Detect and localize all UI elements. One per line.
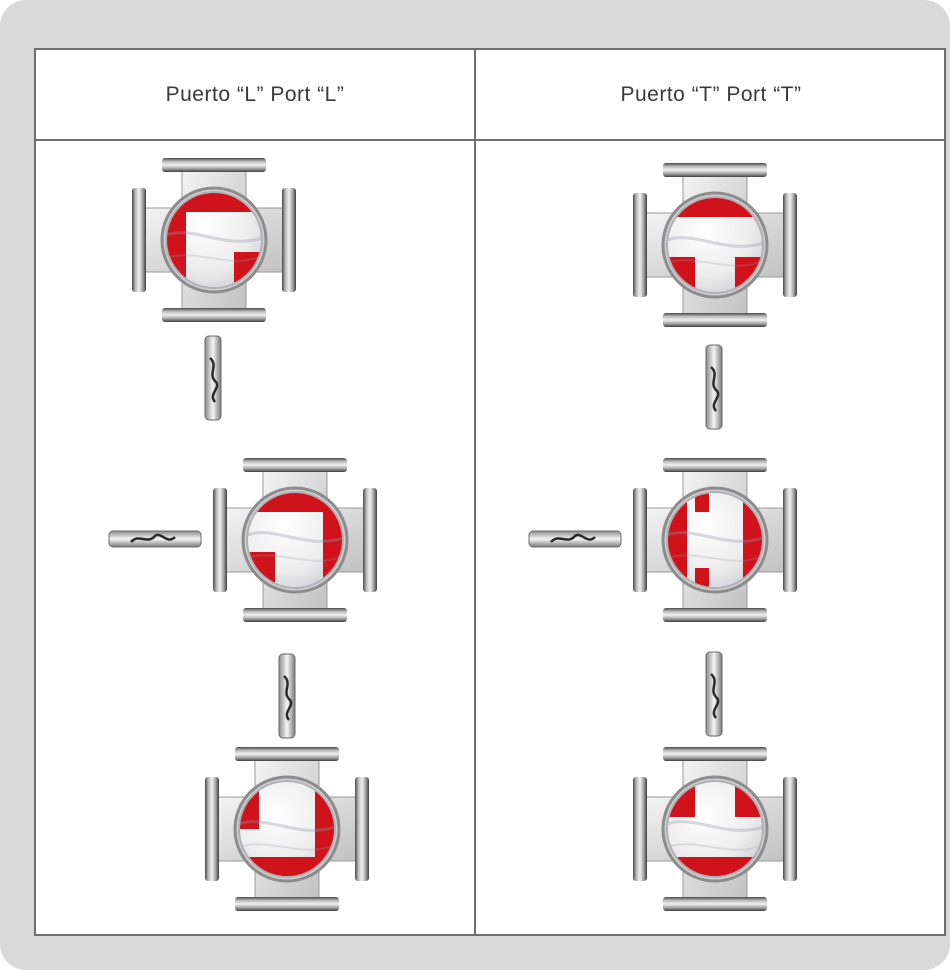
flange-top: [663, 458, 767, 472]
ball-shading: [667, 531, 763, 543]
flange-left: [205, 777, 219, 881]
flange-left: [633, 193, 647, 297]
handle-logo: [283, 675, 293, 721]
valve-T-1: [633, 163, 797, 327]
valve-L-3: [205, 747, 369, 911]
handle-logo: [710, 366, 720, 412]
flange-right: [355, 777, 369, 881]
flange-bottom: [243, 608, 347, 622]
flange-bottom: [663, 608, 767, 622]
ball-rim: [666, 491, 764, 589]
port-red-region: [695, 492, 709, 512]
valve-handle-icon: [278, 653, 296, 739]
ball-rim: [246, 491, 344, 589]
handle-logo: [130, 533, 176, 543]
flange-right: [783, 777, 797, 881]
handle-logo: [550, 533, 596, 543]
handle-logo: [710, 673, 720, 719]
ball-rim: [165, 191, 263, 289]
flange-bottom: [663, 897, 767, 911]
ball-shading: [166, 254, 262, 262]
valve-handle-icon: [204, 335, 222, 421]
flange-top: [243, 458, 347, 472]
ball-shading: [667, 820, 763, 832]
ball-shading: [239, 820, 335, 832]
ball-shading: [667, 236, 763, 248]
ball-shading: [166, 231, 262, 243]
handle-bar: [528, 530, 622, 548]
valve-handle-icon: [705, 344, 723, 430]
ball-shading: [247, 554, 343, 562]
valve-L-2: [213, 458, 377, 622]
valve-L-1: [132, 158, 296, 322]
valve-T-3: [633, 747, 797, 911]
flange-top: [663, 747, 767, 761]
column-divider: [474, 50, 476, 934]
valve-handle-icon: [705, 651, 723, 737]
handle-bar: [108, 530, 202, 548]
ball-rim: [666, 780, 764, 878]
valve-handle-icon: [528, 530, 622, 548]
header-port-t: Puerto “T” Port “T”: [620, 82, 802, 106]
valve-T-2: [633, 458, 797, 622]
ball-shading: [667, 259, 763, 267]
valve-handle-icon: [108, 530, 202, 548]
ball-rim: [666, 196, 764, 294]
ball-white: [667, 492, 763, 588]
flange-right: [783, 488, 797, 592]
ball: [667, 781, 763, 877]
flange-bottom: [162, 308, 266, 322]
flange-bottom: [663, 313, 767, 327]
header-port-l: Puerto “L” Port “L”: [165, 82, 345, 106]
handle-logo: [209, 357, 219, 403]
ball-white: [239, 781, 335, 877]
flange-left: [633, 488, 647, 592]
ball-shading: [667, 843, 763, 851]
flange-bottom: [235, 897, 339, 911]
flange-right: [783, 193, 797, 297]
table-header-row: Puerto “L” Port “L” Puerto “T” Port “T”: [36, 50, 944, 141]
flange-top: [162, 158, 266, 172]
ball-rim: [238, 780, 336, 878]
port-red-region: [695, 568, 709, 588]
flange-top: [663, 163, 767, 177]
flange-right: [363, 488, 377, 592]
ball-shading: [667, 554, 763, 562]
flange-left: [213, 488, 227, 592]
ball-shading: [239, 843, 335, 851]
flange-right: [282, 188, 296, 292]
flange-left: [132, 188, 146, 292]
flange-left: [633, 777, 647, 881]
flange-top: [235, 747, 339, 761]
ball-shading: [247, 531, 343, 543]
